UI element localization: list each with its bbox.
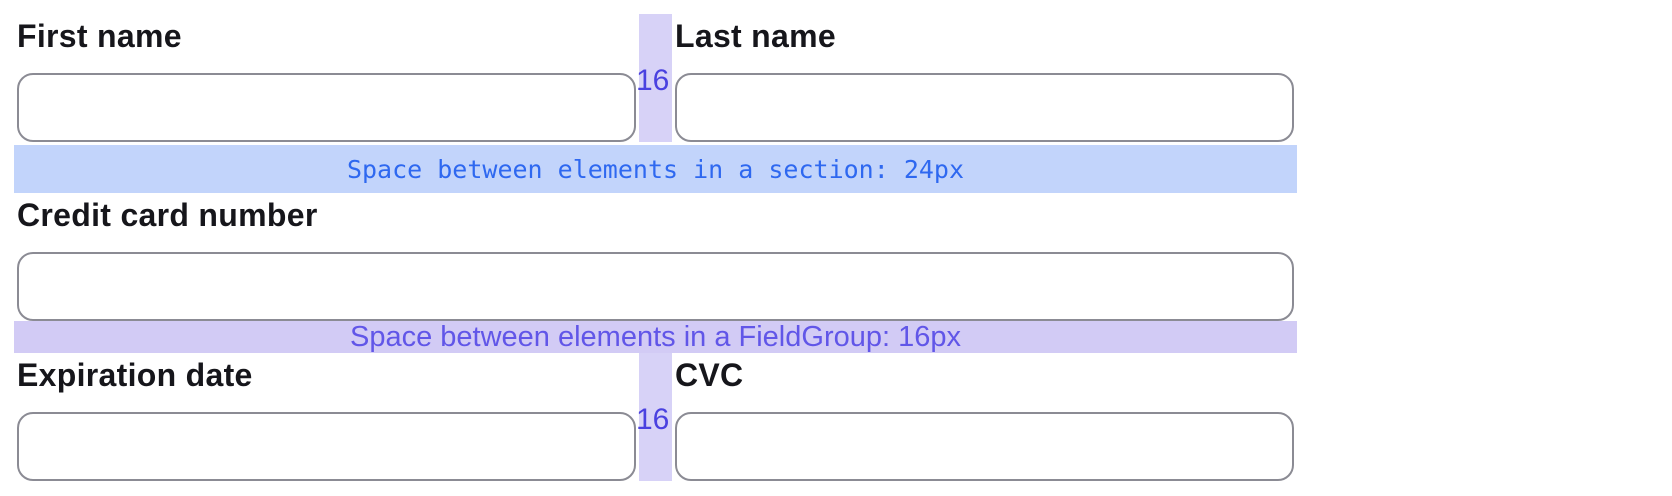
credit-card-number-input[interactable] — [17, 252, 1294, 321]
column-gap-value-label: 16 — [636, 403, 670, 436]
first-name-input[interactable] — [17, 73, 636, 142]
fieldgroup-gap-label: Space between elements in a FieldGroup: … — [350, 320, 961, 353]
credit-card-number-label: Credit card number — [17, 197, 318, 233]
column-gap-highlight: 16 — [636, 14, 672, 142]
last-name-input[interactable] — [675, 73, 1294, 142]
field-last-name: Last name — [672, 14, 1297, 142]
first-name-label: First name — [17, 18, 182, 54]
field-credit-card-number: Credit card number — [14, 193, 1297, 321]
cvc-input[interactable] — [675, 412, 1294, 481]
column-gap-value-label: 16 — [636, 64, 670, 97]
expiration-date-input[interactable] — [17, 412, 636, 481]
field-row-name: First name 16 Last name — [14, 14, 1297, 145]
field-first-name: First name — [14, 14, 639, 142]
field-expiration-date: Expiration date — [14, 353, 639, 481]
last-name-label: Last name — [675, 18, 836, 54]
field-row-card-details: Expiration date 16 CVC — [14, 353, 1297, 484]
fieldgroup-gap-highlight: Space between elements in a FieldGroup: … — [14, 321, 1297, 353]
spacing-demo-form: First name 16 Last name Space between el… — [14, 0, 1297, 484]
expiration-date-label: Expiration date — [17, 357, 253, 393]
section-gap-label: Space between elements in a section: 24p… — [346, 154, 965, 184]
field-cvc: CVC — [672, 353, 1297, 481]
cvc-label: CVC — [675, 357, 744, 393]
section-gap-highlight: Space between elements in a section: 24p… — [14, 145, 1297, 193]
column-gap-highlight: 16 — [636, 353, 672, 481]
